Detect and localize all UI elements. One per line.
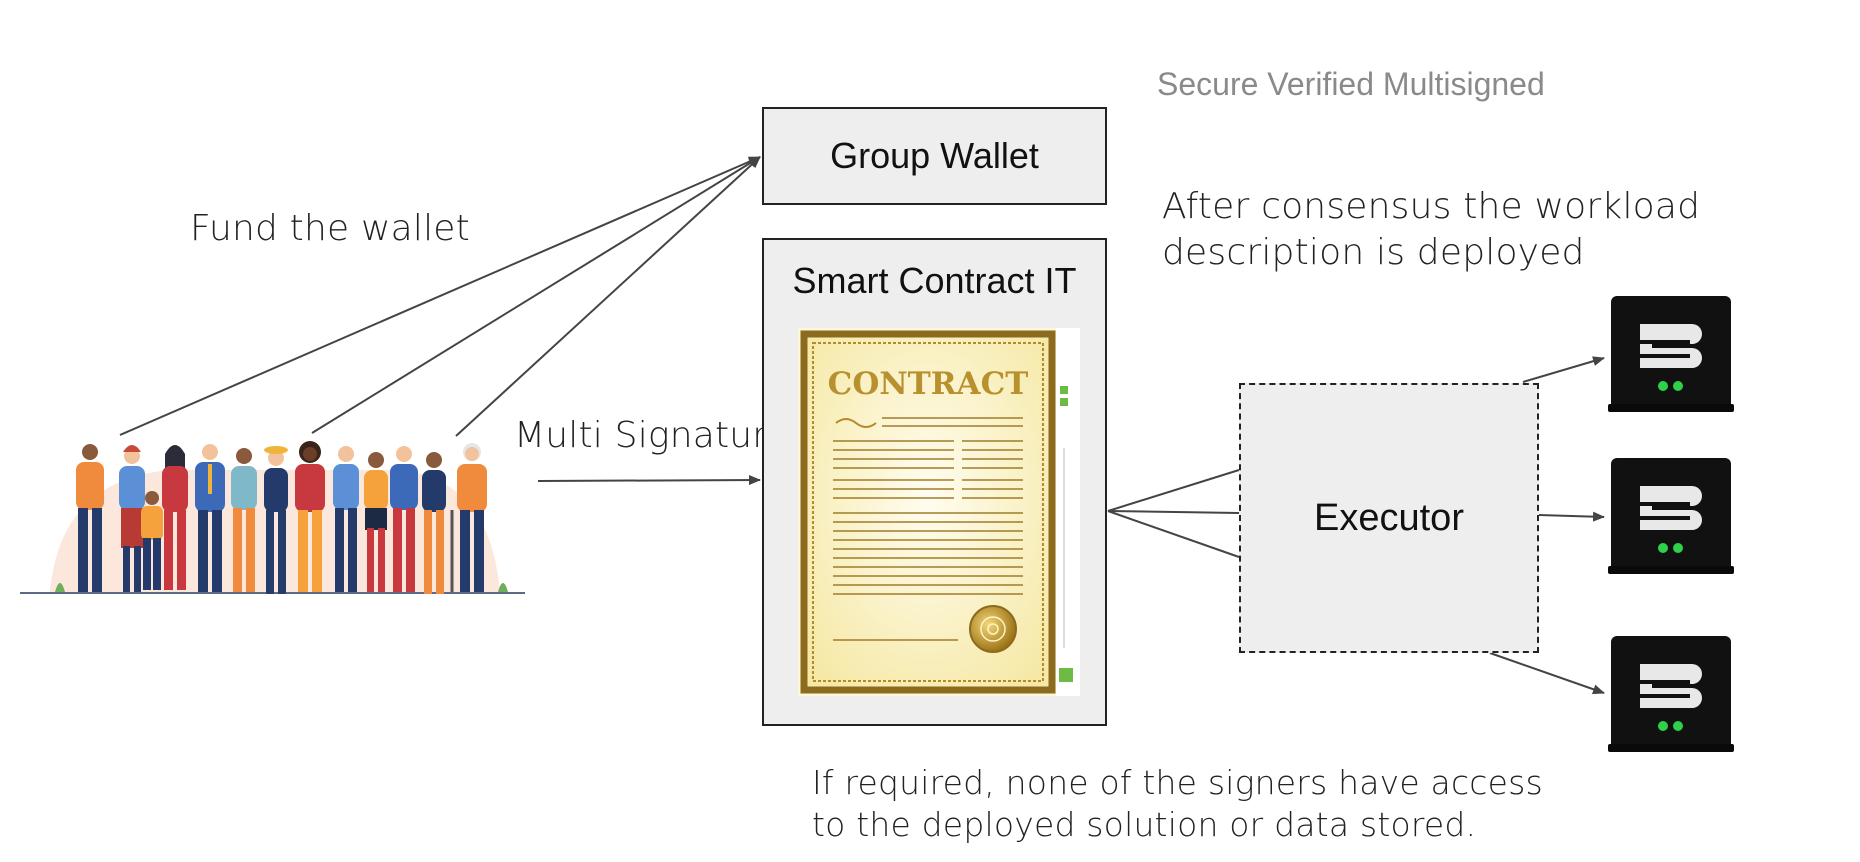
fund-arrow-3 xyxy=(455,156,761,437)
group-wallet-box: Group Wallet xyxy=(762,107,1107,205)
smart-contract-box: Smart Contract IT CONTRACT xyxy=(762,238,1107,726)
deploy-line-3 xyxy=(1107,510,1240,558)
fund-arrow-1 xyxy=(119,156,761,436)
smart-contract-title: Smart Contract IT xyxy=(792,260,1077,301)
deploy-line-1 xyxy=(1107,469,1240,512)
fund-label: Fund the wallet xyxy=(190,208,470,249)
exec-arrow-3 xyxy=(1489,652,1605,695)
consensus-note: After consensus the workload description… xyxy=(1162,186,1701,273)
fund-arrow-2 xyxy=(311,156,761,434)
executor-box: Executor xyxy=(1239,383,1539,653)
deploy-line-2 xyxy=(1107,510,1240,514)
contract-document-icon: CONTRACT xyxy=(798,328,1080,696)
server-icon xyxy=(1608,296,1734,412)
server-icon xyxy=(1608,636,1734,752)
multisig-arrow xyxy=(537,475,761,486)
signers-note: If required, none of the signers have ac… xyxy=(812,763,1543,844)
group-wallet-title: Group Wallet xyxy=(830,135,1039,176)
gold-seal-icon xyxy=(969,605,1017,653)
server-icon xyxy=(1608,458,1734,574)
multisig-label: Multi Signature xyxy=(514,415,789,456)
exec-arrow-1 xyxy=(1522,356,1605,383)
contract-heading: CONTRACT xyxy=(828,366,1029,402)
top-note: Secure Verified Multisigned xyxy=(1157,66,1545,102)
group-of-people-illustration xyxy=(20,441,525,594)
executor-title: Executor xyxy=(1314,496,1464,539)
exec-arrow-2 xyxy=(1538,511,1605,522)
